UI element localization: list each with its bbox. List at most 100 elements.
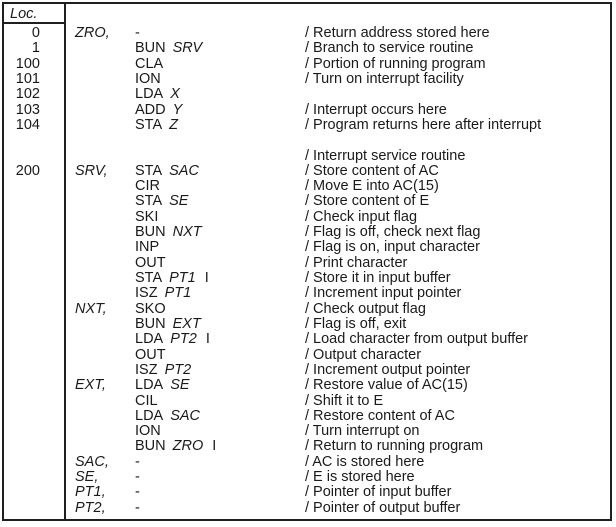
comment: / Pointer of output buffer bbox=[305, 499, 461, 516]
instruction: BUN NXT bbox=[135, 224, 202, 241]
comment: / Flag is off, check next flag bbox=[305, 224, 481, 241]
comment: / Output character bbox=[305, 346, 422, 363]
location-value: 103 bbox=[15, 101, 40, 118]
instruction: STA Z bbox=[135, 116, 178, 133]
listing-row: 101 ION / Turn on interrupt facility bbox=[4, 70, 610, 87]
operand: PT1 bbox=[164, 285, 192, 302]
instruction: ION bbox=[135, 71, 161, 87]
comment: / Restore content of AC bbox=[305, 407, 455, 424]
instruction: CLA bbox=[135, 56, 163, 72]
listing-row: ION / Turn interrupt on bbox=[4, 423, 610, 440]
symbol-label: PT1, bbox=[75, 484, 106, 501]
mnemonic: - bbox=[135, 25, 140, 41]
mnemonic: STA bbox=[135, 162, 163, 179]
symbol-label: EXT, bbox=[75, 377, 106, 394]
listing-row: CIL / Shift it to E bbox=[4, 392, 610, 409]
comment: / Program returns here after interrupt bbox=[305, 116, 542, 133]
operand: Z bbox=[169, 116, 178, 133]
instruction: - bbox=[135, 25, 140, 41]
comment: / Branch to service routine bbox=[305, 40, 474, 57]
location-value: 100 bbox=[15, 55, 40, 72]
location-value: 102 bbox=[15, 86, 40, 103]
comment: / Check output flag bbox=[305, 300, 426, 317]
comment: / Return address stored here bbox=[305, 25, 490, 41]
comment: / Check input flag bbox=[305, 208, 418, 225]
mnemonic: LDA bbox=[135, 86, 164, 103]
mnemonic: - bbox=[135, 453, 140, 470]
mnemonic: SKI bbox=[135, 208, 159, 225]
listing-row: BUN NXT / Flag is off, check next flag bbox=[4, 224, 610, 241]
mnemonic: - bbox=[135, 469, 140, 486]
mnemonic: ISZ bbox=[135, 361, 158, 378]
mnemonic: BUN bbox=[135, 224, 166, 241]
mnemonic: LDA bbox=[135, 331, 164, 348]
mnemonic: ADD bbox=[135, 101, 166, 118]
instruction: CIR bbox=[135, 178, 160, 194]
instruction: OUT bbox=[135, 347, 166, 363]
loc-column-header: Loc. bbox=[10, 6, 38, 22]
indirect-flag: I bbox=[205, 331, 210, 348]
listing-row: OUT/ Print character bbox=[4, 254, 610, 271]
instruction: LDA X bbox=[135, 87, 180, 102]
mnemonic: STA bbox=[135, 116, 163, 133]
operand: X bbox=[170, 86, 180, 103]
operand: Y bbox=[172, 101, 183, 118]
listing-row: SKI / Check input flag bbox=[4, 208, 610, 225]
listing-row: OUT / Output character bbox=[4, 346, 610, 363]
comment: / Load character from output buffer bbox=[305, 331, 529, 348]
mnemonic: SKO bbox=[135, 300, 166, 317]
location-value: 104 bbox=[15, 116, 40, 133]
comment: / E is stored here bbox=[305, 469, 415, 486]
comment: / Store content of AC bbox=[305, 162, 439, 179]
mnemonic: CIL bbox=[135, 392, 158, 409]
listing-row: 104 STA Z / Program returns here after inte… bbox=[4, 116, 610, 133]
listing-row: CIR/ Move E into AC(15) bbox=[4, 178, 610, 194]
mnemonic: LDA bbox=[135, 407, 164, 424]
instruction: ION bbox=[135, 423, 161, 440]
mnemonic: INP bbox=[135, 239, 160, 256]
operand: PT2 bbox=[170, 331, 197, 348]
operand: SRV bbox=[172, 40, 203, 57]
mnemonic: - bbox=[135, 484, 140, 501]
symbol-label: NXT, bbox=[75, 300, 107, 317]
location-value: 1 bbox=[31, 40, 40, 57]
comment: / Turn on interrupt facility bbox=[305, 70, 464, 87]
mnemonic: BUN bbox=[135, 438, 166, 455]
listing-row: 102 LDA X bbox=[4, 86, 610, 103]
comment: / Print character bbox=[305, 254, 408, 271]
location-value: 101 bbox=[15, 70, 40, 87]
symbol-label: PT2, bbox=[75, 499, 106, 516]
symbol-label: SE, bbox=[75, 469, 99, 486]
listing-row: SAC,-/ AC is stored here bbox=[4, 453, 610, 470]
comment: / Turn interrupt on bbox=[305, 423, 420, 440]
listing-row bbox=[4, 133, 610, 148]
instruction: - bbox=[135, 469, 140, 486]
comment: / Store content of E bbox=[305, 193, 430, 210]
comment: / Flag is on, input character bbox=[305, 239, 480, 256]
mnemonic: LDA bbox=[135, 377, 164, 394]
comment: / Interrupt service routine bbox=[305, 147, 466, 164]
comment: / Return to running program bbox=[305, 438, 484, 455]
operand: PT1 bbox=[169, 270, 196, 286]
indirect-flag: I bbox=[212, 438, 217, 455]
comment: / AC is stored here bbox=[305, 453, 425, 470]
listing-row: SE, - / E is stored here bbox=[4, 469, 610, 486]
comment: / Shift it to E bbox=[305, 392, 384, 409]
operand: NXT bbox=[172, 224, 202, 241]
mnemonic: ION bbox=[135, 423, 161, 440]
instruction: INP bbox=[135, 240, 159, 255]
instruction: - bbox=[135, 485, 140, 500]
